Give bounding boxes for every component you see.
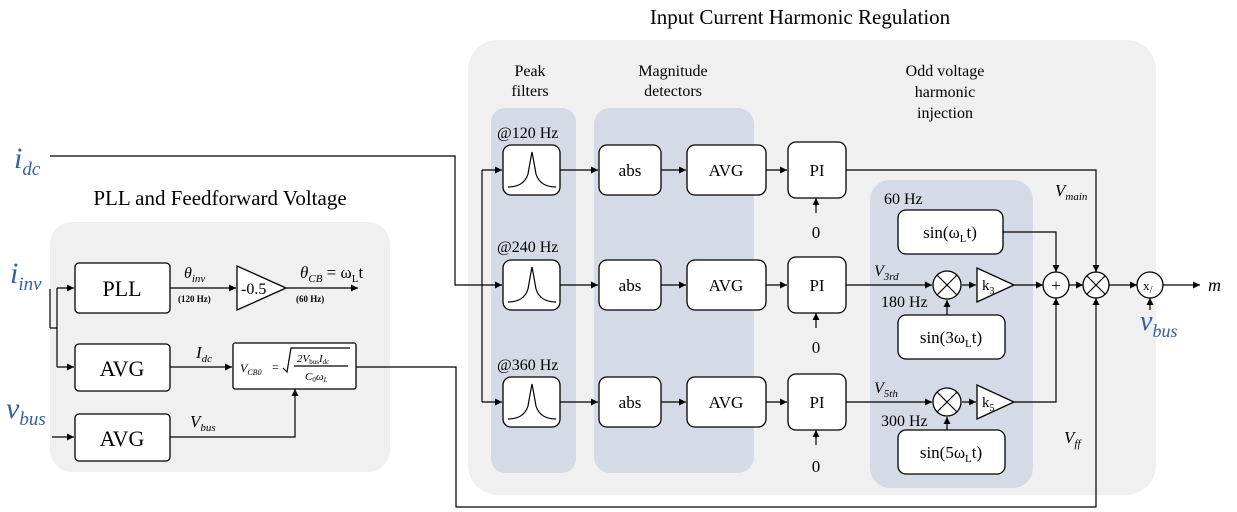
label-vmain: Vmain — [1055, 181, 1088, 203]
svg-text:sin(5ωLt): sin(5ωLt) — [920, 443, 982, 465]
label-180hz: 180 Hz — [881, 294, 928, 311]
harmonic-title: Input Current Harmonic Regulation — [650, 5, 951, 29]
svg-text:k3: k3 — [982, 278, 995, 297]
pi-ref-zero-3: 0 — [812, 457, 821, 476]
avg-block-vbus: AVG — [74, 413, 171, 462]
svg-text:AVG: AVG — [709, 161, 744, 180]
svg-text:2VbusIdc: 2VbusIdc — [297, 353, 330, 366]
svg-text:abs: abs — [619, 393, 642, 412]
wire-sin1 — [1003, 231, 1060, 272]
peak-group-label-2: filters — [511, 83, 548, 100]
avg-block-3: AVG — [686, 376, 767, 428]
svg-text:AVG: AVG — [709, 276, 744, 295]
pi-block-1: PI — [787, 141, 847, 199]
peak-group-label-1: Peak — [514, 63, 545, 80]
wire-idc — [50, 155, 482, 286]
mag-group-label-1: Magnitude — [638, 63, 707, 80]
multiplier-3rd — [932, 270, 962, 300]
label-vbus-avg: Vbus — [190, 412, 216, 434]
abs-block-3: abs — [598, 376, 662, 428]
multiplier-5th — [932, 387, 962, 417]
svg-text:k5: k5 — [982, 395, 995, 414]
gain-neg-half: -0.5 — [236, 264, 288, 312]
output-m: m — [1208, 275, 1221, 295]
svg-text:x/: x/ — [1143, 278, 1154, 296]
svg-text:VCB0: VCB0 — [240, 361, 262, 377]
wire-k5-out — [1014, 298, 1060, 403]
avg-block-2: AVG — [686, 259, 767, 311]
svg-text:=: = — [272, 360, 279, 374]
input-iinv: iinv — [10, 257, 42, 295]
avg-block-iinv: AVG — [74, 343, 171, 392]
pi-ref-zero-1: 0 — [812, 223, 821, 242]
label-vff: Vff — [1064, 428, 1082, 450]
sin-3wt-block: sin(3ωLt) — [897, 314, 1006, 360]
svg-text:AVG: AVG — [709, 393, 744, 412]
row-240hz — [560, 281, 976, 328]
row-120hz — [560, 166, 820, 213]
pi-ref-zero-2: 0 — [812, 338, 821, 357]
pll-title: PLL and Feedforward Voltage — [93, 186, 346, 210]
peak-filter-120 — [502, 144, 561, 196]
freq-label-120: @120 Hz — [497, 125, 558, 142]
abs-block-1: abs — [598, 144, 662, 196]
label-theta-inv-freq: (120 Hz) — [178, 294, 211, 304]
svg-text:PI: PI — [809, 161, 824, 180]
label-v3rd: V3rd — [874, 263, 899, 283]
label-300hz: 300 Hz — [881, 413, 928, 430]
pll-block: PLL — [74, 262, 171, 314]
svg-text:AVG: AVG — [100, 426, 145, 451]
peak-filter-360 — [502, 376, 561, 428]
summer: + — [1042, 271, 1070, 299]
svg-text:sin(ωLt): sin(ωLt) — [923, 223, 977, 245]
avg-block-1: AVG — [686, 144, 767, 196]
divider: x/ — [1136, 271, 1164, 299]
label-theta-inv: θinv — [184, 265, 205, 285]
pi-block-3: PI — [787, 373, 847, 431]
svg-text:-0.5: -0.5 — [241, 281, 266, 298]
svg-text:PI: PI — [809, 276, 824, 295]
sin-wt-block: sin(ωLt) — [897, 209, 1004, 255]
row-360hz — [560, 398, 976, 445]
label-theta-cb: θCB = ωLt — [300, 263, 363, 285]
svg-text:C0ωL: C0ωL — [305, 371, 328, 384]
label-v5th: V5th — [874, 380, 898, 400]
vcb0-formula-block: VCB0 = 2VbusIdc C0ωL — [232, 342, 357, 390]
svg-text:sin(3ωLt): sin(3ωLt) — [920, 328, 982, 350]
svg-text:+: + — [1051, 276, 1061, 295]
odd-group-label-1: Odd voltage — [906, 63, 985, 80]
label-theta-cb-freq: (60 Hz) — [296, 294, 324, 304]
svg-text:AVG: AVG — [100, 356, 145, 381]
sin-5wt-block: sin(5ωLt) — [897, 429, 1006, 475]
input-vbus-right: vbus — [1140, 306, 1177, 341]
wire-vff — [356, 298, 1100, 508]
freq-label-360: @360 Hz — [497, 357, 558, 374]
label-idc-avg: Idc — [195, 343, 212, 365]
multiplier-final — [1082, 271, 1110, 299]
odd-group-label-2: harmonic — [915, 84, 975, 101]
gain-k3: k3 — [976, 266, 1016, 304]
peak-filter-240 — [502, 259, 561, 311]
abs-block-2: abs — [598, 259, 662, 311]
input-idc: idc — [14, 142, 41, 180]
mag-group-label-2: detectors — [644, 83, 702, 100]
svg-text:PLL: PLL — [102, 276, 141, 301]
freq-label-240: @240 Hz — [497, 239, 558, 256]
label-60hz: 60 Hz — [884, 191, 923, 208]
pi-block-2: PI — [787, 256, 847, 314]
wire-vmain — [846, 169, 1100, 272]
gain-k5: k5 — [976, 383, 1016, 421]
svg-text:abs: abs — [619, 161, 642, 180]
svg-text:PI: PI — [809, 393, 824, 412]
svg-text:abs: abs — [619, 276, 642, 295]
wire-avg2-out — [170, 389, 299, 438]
input-vbus-left: vbus — [6, 392, 46, 430]
odd-group-label-3: injection — [917, 105, 973, 122]
